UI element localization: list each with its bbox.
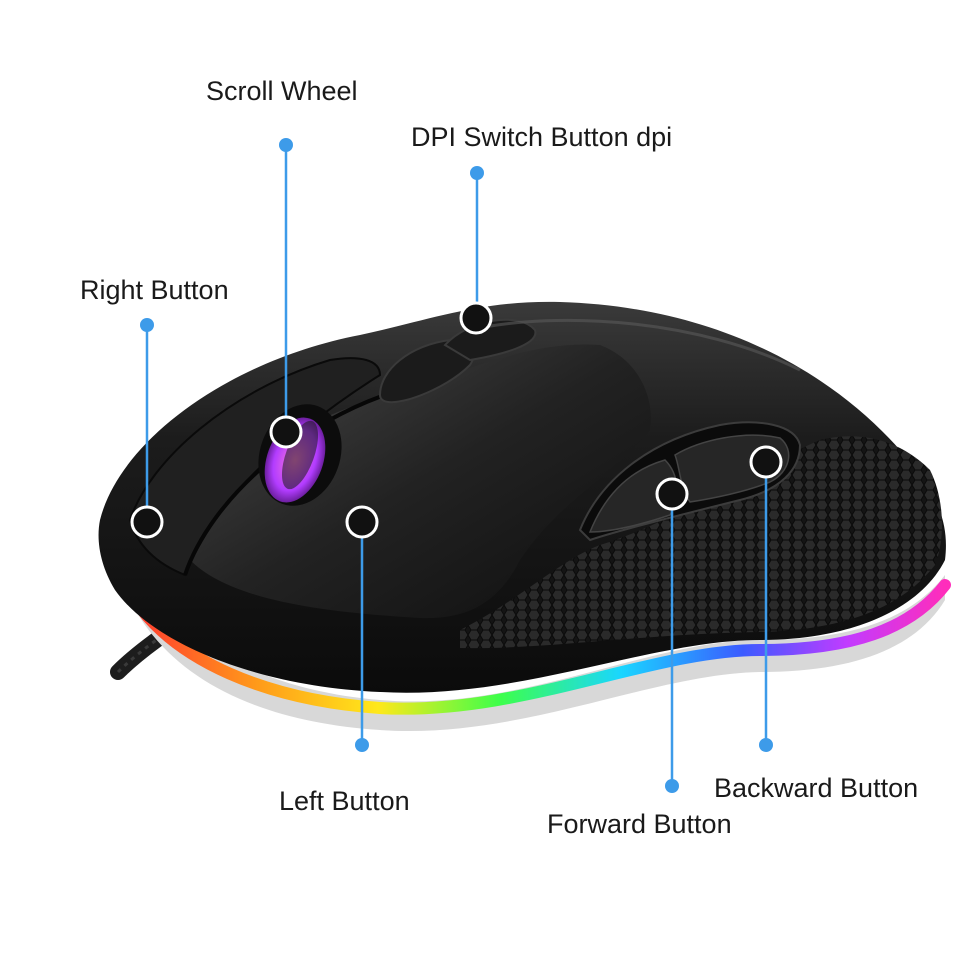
- left-button-marker: [345, 505, 379, 539]
- backward-button-dot: [759, 738, 773, 752]
- backward-button-label: Backward Button: [714, 773, 919, 803]
- right-button-marker: [130, 505, 164, 539]
- right-button-label: Right Button: [80, 275, 229, 305]
- left-button-dot: [355, 738, 369, 752]
- scroll-wheel-marker: [269, 415, 303, 449]
- dpi-marker: [459, 301, 493, 335]
- scroll-wheel-label: Scroll Wheel: [206, 76, 358, 106]
- forward-button-marker: [655, 477, 689, 511]
- left-button-label: Left Button: [279, 786, 410, 816]
- leader-lines: [145, 145, 768, 786]
- rgb-light-strip: [129, 579, 951, 715]
- leader-dots: [140, 138, 773, 793]
- backward-button-marker: [749, 445, 783, 479]
- forward-button-label: Forward Button: [547, 809, 732, 839]
- target-markers: [130, 301, 783, 539]
- scroll-wheel-dot: [279, 138, 293, 152]
- forward-button-dot: [665, 779, 679, 793]
- right-button-dot: [140, 318, 154, 332]
- dpi-dot: [470, 166, 484, 180]
- dpi-switch-label: DPI Switch Button dpi: [411, 122, 673, 152]
- side-grip: [460, 436, 942, 649]
- left-button-surface: [190, 344, 651, 619]
- dpi-button-shape: [378, 338, 475, 404]
